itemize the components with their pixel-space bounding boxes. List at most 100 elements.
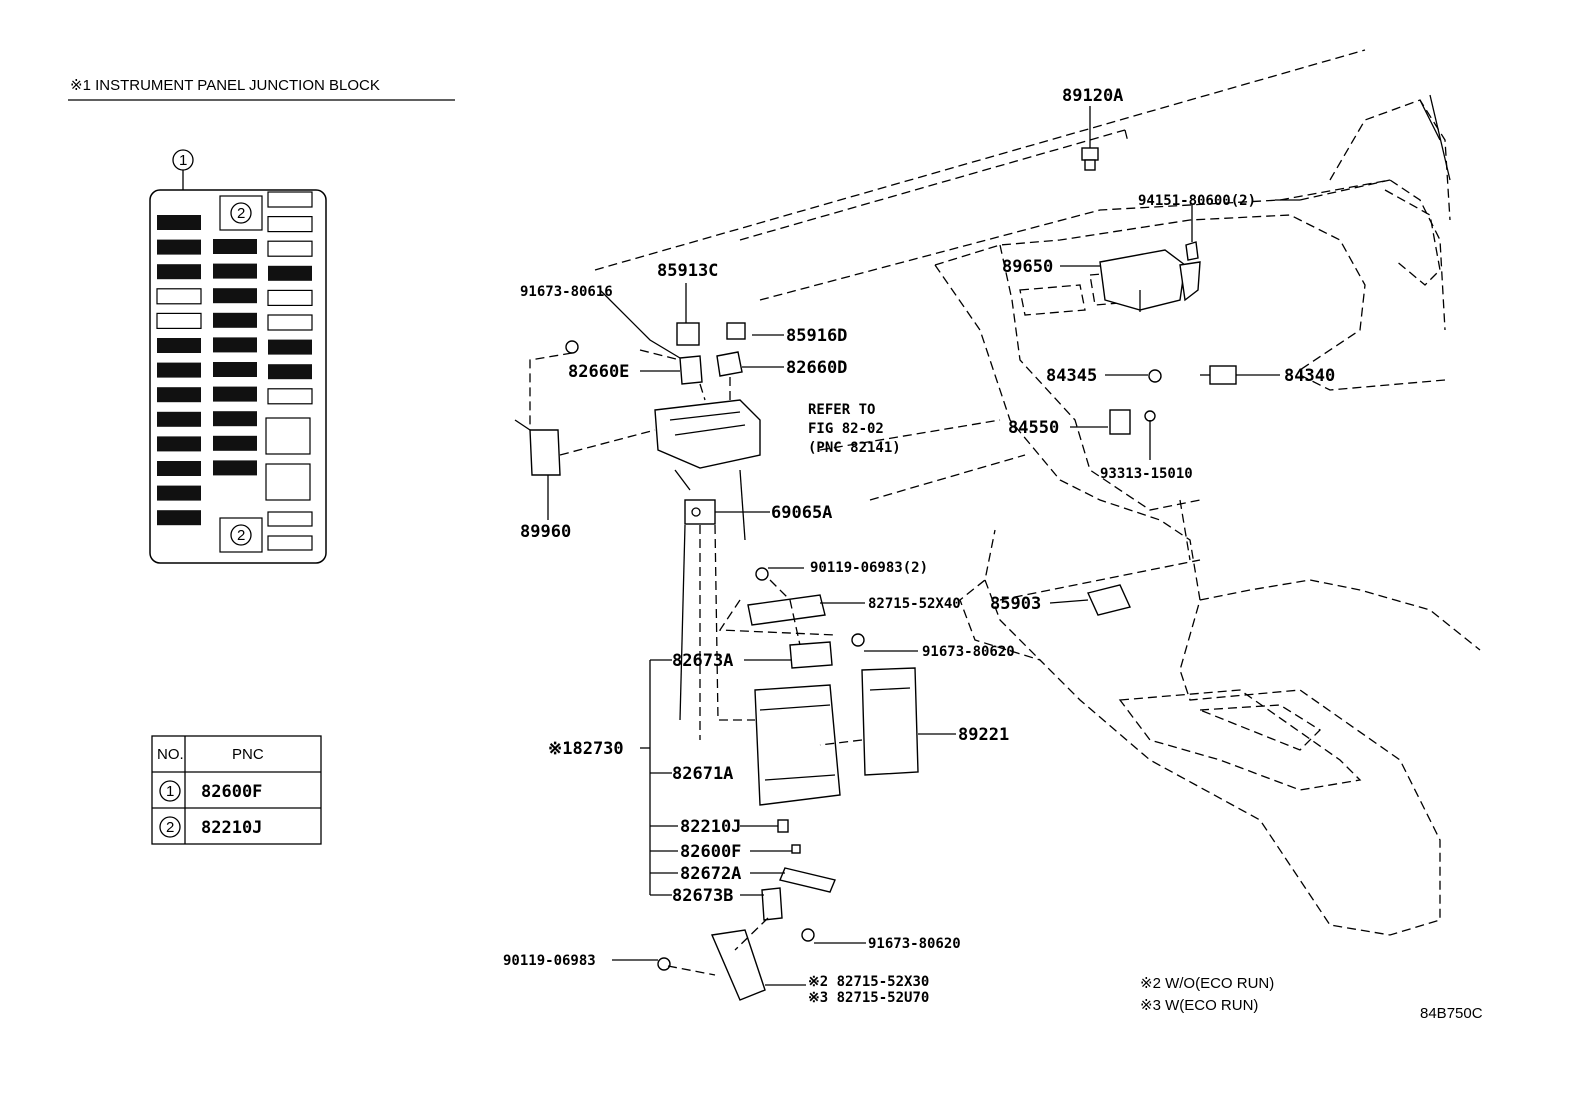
part-85913C-sketch xyxy=(676,283,700,346)
relay-slot-1 xyxy=(265,417,311,455)
label-91673-80620-a: 91673-80620 xyxy=(922,644,1015,660)
callout-2-bottom-label: 2 xyxy=(237,527,245,544)
label-82671A: 82671A xyxy=(672,764,733,784)
fuse-slot xyxy=(268,265,312,281)
fuse-slot xyxy=(157,510,201,526)
pnc-table: NO. PNC 1 82600F 2 82210J xyxy=(151,735,322,845)
fuse-slot xyxy=(267,314,313,331)
fuse-slot xyxy=(267,511,313,527)
label-69065A: 69065A xyxy=(771,503,832,523)
part-82660D-sketch xyxy=(716,351,743,377)
label-90119-06983: 90119-06983 xyxy=(503,953,596,969)
fuse-slot xyxy=(213,239,257,254)
part-82673B-sketch xyxy=(761,887,783,921)
pnc-row-1-no: 1 xyxy=(166,783,174,800)
pnc-row-1-pnc: 82600F xyxy=(201,782,262,802)
label-refer-to: REFER TO xyxy=(808,402,875,418)
callout-2-top-label: 2 xyxy=(237,205,245,222)
fuse-slot xyxy=(156,288,202,305)
part-84340-sketch xyxy=(1200,365,1237,385)
part-84345-sketch xyxy=(1148,369,1162,383)
part-82673A-sketch xyxy=(789,641,833,669)
fuse-slot xyxy=(157,461,201,476)
part-90119-sketch xyxy=(657,957,671,971)
fuse-slot xyxy=(157,215,201,230)
fuse-slot xyxy=(157,387,201,403)
pnc-row-2-pnc: 82210J xyxy=(201,818,262,838)
fuse-slot xyxy=(213,435,257,451)
label-pnc-82141: (PNC 82141) xyxy=(808,440,901,456)
label-84340: 84340 xyxy=(1284,366,1335,386)
label-82660E: 82660E xyxy=(568,362,629,382)
label-89221: 89221 xyxy=(958,725,1009,745)
callout-1-label: 1 xyxy=(179,152,187,169)
label-82210J: 82210J xyxy=(680,817,741,837)
fuse-slot xyxy=(157,362,201,378)
pnc-row-1-circle xyxy=(159,780,181,802)
part-82715-52X30-sketch xyxy=(710,929,766,1001)
junction-block-title: ※1 INSTRUMENT PANEL JUNCTION BLOCK xyxy=(70,77,380,94)
fuse-slot xyxy=(267,216,313,233)
part-84550-sketch xyxy=(1109,409,1156,435)
pnc-header-no: NO. xyxy=(157,746,184,763)
part-screw-91673-80616 xyxy=(565,340,579,354)
dashboard-outline xyxy=(594,49,1481,936)
label-85913C: 85913C xyxy=(657,261,718,281)
callout-2-bottom-circle xyxy=(230,524,252,546)
fuse-slot xyxy=(157,338,201,353)
label-93313-15010: 93313-15010 xyxy=(1100,466,1193,482)
part-85916D-sketch xyxy=(726,322,746,340)
leader-lines xyxy=(529,199,1300,986)
part-labels: 89120A 94151-80600(2) 89650 85913C 91673… xyxy=(503,86,1335,1006)
label-82660D: 82660D xyxy=(786,358,847,378)
fuse-column-3-bottom xyxy=(267,511,313,551)
fuse-slot xyxy=(213,263,257,279)
part-91673-80620-a-sketch xyxy=(851,633,865,647)
fuse-slot xyxy=(213,460,257,476)
callout-2-top-circle xyxy=(230,202,252,224)
label-91673-80616: 91673-80616 xyxy=(520,284,613,300)
fuse-slot xyxy=(157,436,201,452)
relay-slot-2 xyxy=(265,463,311,501)
fuse-slot xyxy=(267,191,313,208)
fuse-slot xyxy=(157,239,201,255)
pnc-header-pnc: PNC xyxy=(232,746,264,763)
part-82600F-sketch xyxy=(791,844,801,854)
notes: ※2 W/O(ECO RUN) ※3 W(ECO RUN) 84B750C xyxy=(1140,975,1483,1022)
label-82715-52X30: ※2 82715-52X30 xyxy=(808,974,929,990)
label-89120A: 89120A xyxy=(1062,86,1123,106)
label-91673-80620-b: 91673-80620 xyxy=(868,936,961,952)
part-82660E-sketch xyxy=(679,355,703,385)
part-85903-sketch xyxy=(1087,584,1131,616)
part-91673-80620-b-sketch xyxy=(801,928,815,942)
fuse-slot xyxy=(213,312,257,328)
part-89221-sketch xyxy=(861,667,919,776)
part-90119-2-sketch xyxy=(755,567,769,581)
part-94151-sketch xyxy=(1185,205,1199,261)
note-wo-eco-run: ※2 W/O(ECO RUN) xyxy=(1140,975,1274,992)
label-90119-06983-2: 90119-06983(2) xyxy=(810,560,928,576)
fuse-slot xyxy=(267,240,313,257)
label-82672A: 82672A xyxy=(680,864,741,884)
label-82715-52X40: 82715-52X40 xyxy=(868,596,961,612)
label-82715-52U70: ※3 82715-52U70 xyxy=(808,990,929,1006)
fuse-slot xyxy=(213,386,257,402)
callout-2-bottom-box xyxy=(219,517,263,553)
fuse-slot xyxy=(213,337,257,353)
part-82671A-sketch xyxy=(754,684,841,806)
label-89650: 89650 xyxy=(1002,257,1053,277)
fuse-slot xyxy=(157,411,201,427)
fuse-slot xyxy=(213,411,257,427)
part-89650-sketch xyxy=(1099,249,1201,312)
fuse-slot xyxy=(267,388,313,405)
label-84550: 84550 xyxy=(1008,418,1059,438)
note-w-eco-run: ※3 W(ECO RUN) xyxy=(1140,997,1258,1014)
part-82672A-sketch xyxy=(779,867,836,893)
fuse-column-1 xyxy=(156,215,202,526)
fuse-slot xyxy=(213,288,257,304)
part-89120A-sketch xyxy=(1081,106,1099,171)
label-89960: 89960 xyxy=(520,522,571,542)
label-85916D: 85916D xyxy=(786,326,847,346)
label-82730: ※182730 xyxy=(548,739,624,759)
fuse-slot xyxy=(268,339,312,355)
